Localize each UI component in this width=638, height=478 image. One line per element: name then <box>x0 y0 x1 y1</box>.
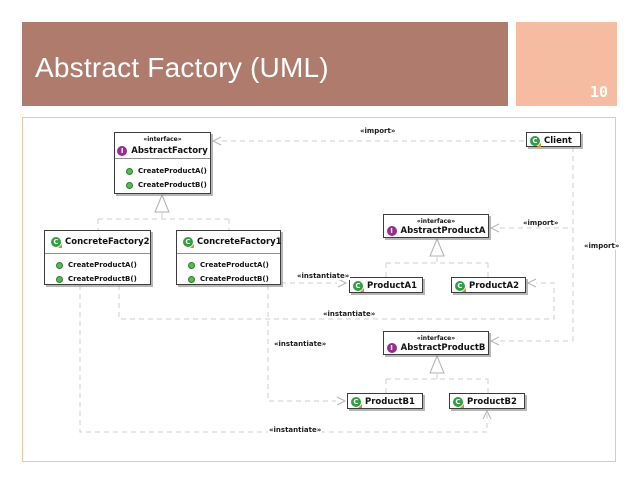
method-icon <box>126 167 133 175</box>
method-name: CreateProductB() <box>68 275 137 283</box>
edge-instantiate-cf2-producta2 <box>118 282 555 320</box>
class-name: ProductA1 <box>367 281 417 291</box>
method-row: CreateProductA() <box>45 258 150 272</box>
stereotype-label: «interface» <box>143 136 182 143</box>
page-number: 10 <box>589 83 608 101</box>
class-icon: C <box>51 237 62 248</box>
class-name: ProductB1 <box>365 397 415 407</box>
arrowhead-import-abstractproductb <box>489 336 500 346</box>
compartment-divider <box>115 158 210 159</box>
class-box-product-b1: C ProductB1 <box>347 393 423 409</box>
class-box-concrete-factory2: C ConcreteFactory2 CreateProductA() Crea… <box>44 230 151 285</box>
method-icon <box>56 275 63 283</box>
class-box-product-a2: C ProductA2 <box>451 277 526 293</box>
method-name: CreateProductA() <box>200 261 269 269</box>
method-icon <box>188 275 195 283</box>
class-icon: C <box>530 136 541 147</box>
method-row: CreateProductA() <box>115 164 210 178</box>
class-box-product-a1: C ProductA1 <box>349 277 423 293</box>
method-name: CreateProductB() <box>200 275 269 283</box>
class-name: AbstractFactory <box>131 145 208 156</box>
class-name: AbstractProductB <box>400 343 486 353</box>
interface-icon: I <box>117 145 128 156</box>
method-icon <box>188 261 195 269</box>
label-instantiate-productb1: «instantiate» <box>273 340 328 348</box>
method-row: CreateProductB() <box>177 272 280 286</box>
edge-realization-productb <box>385 374 489 393</box>
arrowhead-import-abstractfactory <box>211 136 222 146</box>
class-box-abstract-product-b: «interface» I AbstractProductB <box>383 331 489 355</box>
class-box-client: C Client <box>526 132 581 147</box>
class-box-product-b2: C ProductB2 <box>449 393 525 409</box>
method-row: CreateProductB() <box>45 272 150 286</box>
edge-realization-producta <box>385 257 489 277</box>
class-icon: C <box>351 397 362 408</box>
edge-realization-factories <box>97 213 230 230</box>
slide-title: Abstract Factory (UML) <box>35 52 329 83</box>
arrowhead-import-abstractproducta <box>489 223 500 233</box>
class-name: Client <box>544 136 572 146</box>
uml-diagram-panel: «import» «import» «import» «instantiate»… <box>22 117 621 462</box>
slide-title-bar: Abstract Factory (UML) <box>22 22 508 106</box>
method-name: CreateProductA() <box>68 261 137 269</box>
compartment-divider <box>177 253 280 254</box>
class-box-abstract-product-a: «interface» I AbstractProductA <box>383 214 489 238</box>
class-icon: C <box>183 237 194 248</box>
method-row: CreateProductB() <box>115 178 210 192</box>
label-import-abstractproducta: «import» <box>522 219 560 227</box>
arrowhead-instantiate-productb1 <box>336 396 347 406</box>
label-instantiate-productb2: «instantiate» <box>268 426 323 434</box>
triangle-generalization-abstractproducta <box>429 237 445 257</box>
method-row: CreateProductA() <box>177 258 280 272</box>
class-icon: C <box>455 281 466 292</box>
class-name: ProductA2 <box>469 281 519 291</box>
interface-icon: I <box>386 343 397 353</box>
label-instantiate-producta2: «instantiate» <box>322 310 377 318</box>
compartment-divider <box>45 253 150 254</box>
label-import-abstractfactory: «import» <box>359 127 397 135</box>
page-number-box: 10 <box>516 22 617 106</box>
class-name: ConcreteFactory1 <box>197 237 282 247</box>
method-icon <box>56 261 63 269</box>
arrowhead-instantiate-producta1 <box>337 278 348 288</box>
interface-icon: I <box>386 226 397 236</box>
class-name: AbstractProductA <box>400 226 486 236</box>
class-name: ConcreteFactory2 <box>65 237 150 247</box>
class-icon: C <box>453 397 464 408</box>
triangle-generalization-abstractproductb <box>429 354 445 374</box>
edge-instantiate-cf2-productb2 <box>79 285 488 433</box>
class-name: ProductB2 <box>467 397 517 407</box>
class-icon: C <box>353 281 364 292</box>
arrowhead-instantiate-productb2 <box>482 409 492 420</box>
method-name: CreateProductA() <box>138 167 207 175</box>
label-instantiate-producta1: «instantiate» <box>296 272 351 280</box>
method-name: CreateProductB() <box>138 181 207 189</box>
stereotype-label: «interface» <box>416 335 456 342</box>
class-box-concrete-factory1: C ConcreteFactory1 CreateProductA() Crea… <box>176 230 282 286</box>
arrowhead-instantiate-producta2 <box>526 278 537 288</box>
class-box-abstract-factory: «interface» I AbstractFactory CreateProd… <box>114 132 211 194</box>
stereotype-label: «interface» <box>416 218 456 225</box>
uml-connectors <box>79 136 574 433</box>
method-icon <box>126 181 133 189</box>
edge-instantiate-cf1-productb1 <box>267 285 336 402</box>
label-import-abstractproductb: «import» <box>583 242 621 250</box>
triangle-generalization-abstractfactory <box>154 193 170 213</box>
